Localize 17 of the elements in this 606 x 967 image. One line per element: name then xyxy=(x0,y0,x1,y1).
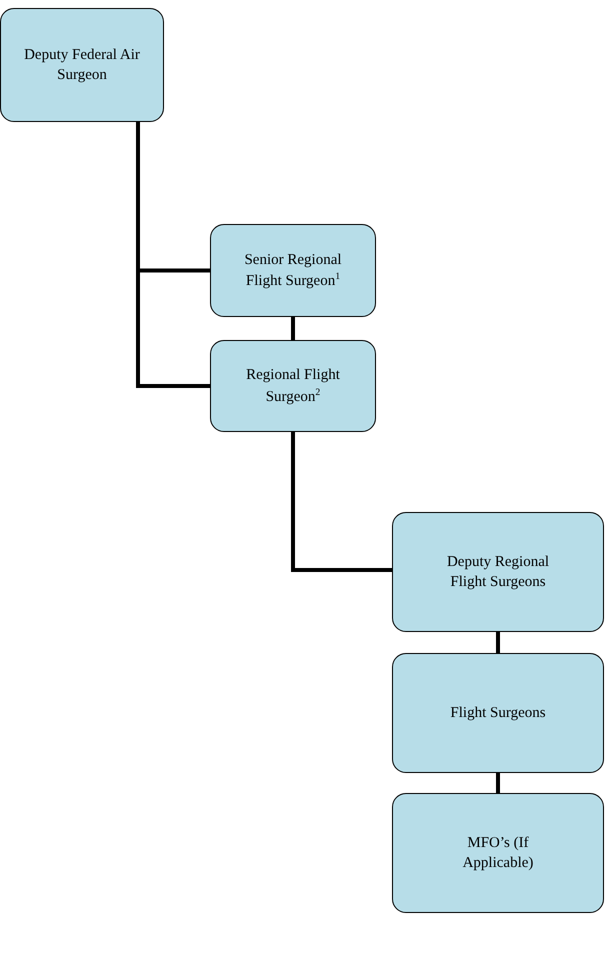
role-box xyxy=(392,512,604,632)
role-title: Deputy Federal Air Surgeon xyxy=(23,46,141,85)
role-title: Regional Flight Surgeon$^{2}$ xyxy=(245,366,341,406)
role-box xyxy=(0,8,164,122)
connector-line xyxy=(291,317,295,340)
role-box xyxy=(392,653,604,773)
role-title: MFO’s (If Applicable) xyxy=(462,834,534,873)
role-title: Senior Regional Flight Surgeon$^{1}$ xyxy=(243,250,343,291)
role-box xyxy=(210,340,376,432)
connector-line xyxy=(136,122,210,388)
role-title: Flight Surgeons xyxy=(450,704,546,723)
role-box xyxy=(392,793,604,913)
role-box xyxy=(210,224,376,317)
connector-line xyxy=(496,773,500,793)
connector-line xyxy=(291,432,392,572)
role-title: Deputy Regional Flight Surgeons xyxy=(446,552,550,592)
connector-line xyxy=(496,632,500,653)
